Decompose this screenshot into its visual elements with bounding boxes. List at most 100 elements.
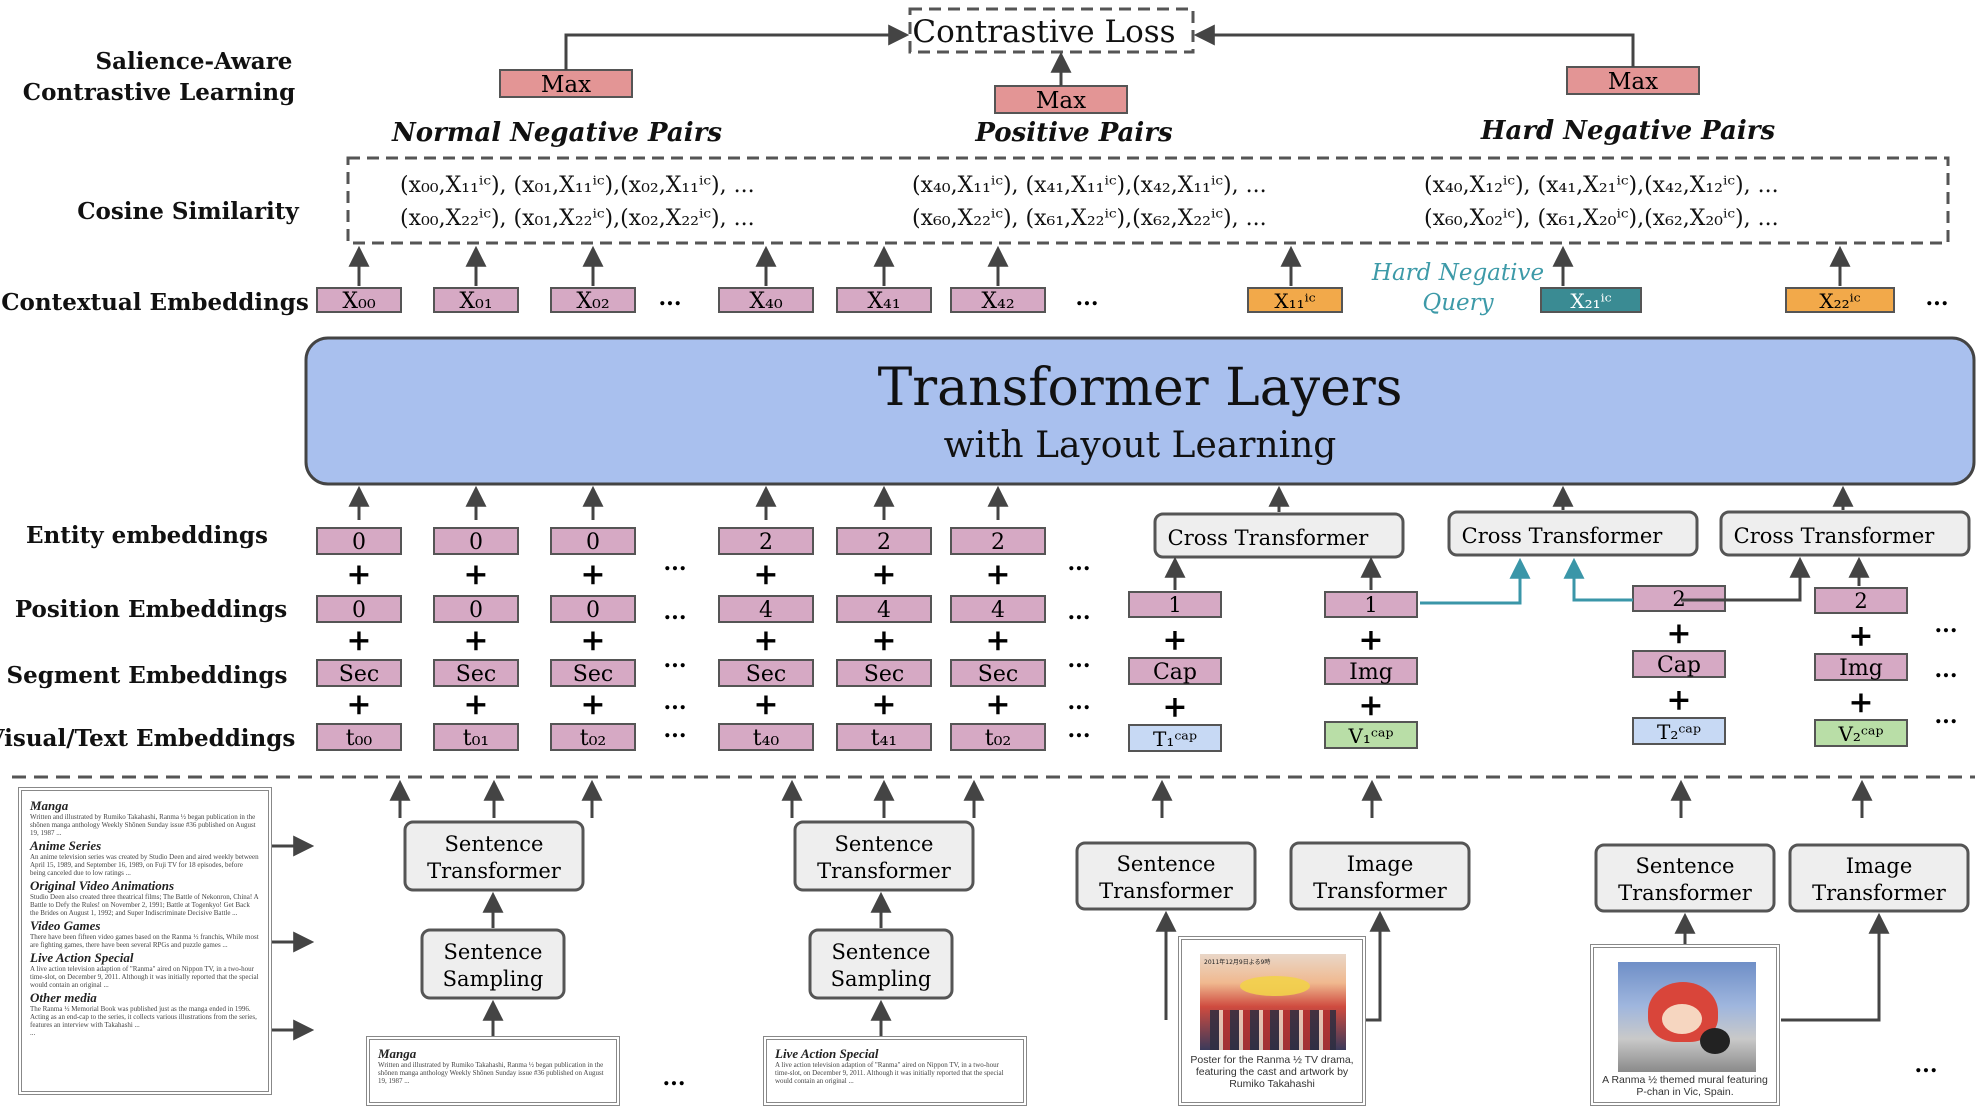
hard-negative-query-line1: Hard Negative: [1371, 260, 1544, 286]
embedding-segment-box: Sec: [316, 659, 402, 687]
embedding-segment-value: Sec: [864, 662, 904, 687]
document-section-text: The Ranma ½ Memorial Book was published …: [30, 1005, 257, 1029]
hard-negative-pairs-title: Hard Negative Pairs: [1480, 116, 1776, 146]
ellipsis: ...: [1935, 703, 1958, 729]
caption-segment-box: Img: [1814, 653, 1908, 681]
poster-banner: 2011年12月9日よる9時: [1204, 959, 1271, 966]
plus-sign: +: [753, 557, 778, 592]
max-label: Max: [1608, 69, 1658, 95]
cross-transformer-3: Cross Transformer: [1719, 510, 1971, 557]
mural-pchan: [1700, 1028, 1730, 1054]
svg-text:Cross Transformer: Cross Transformer: [1168, 526, 1370, 550]
segment-embeddings-label: Segment Embeddings: [7, 662, 288, 689]
plus-sign: +: [871, 623, 896, 658]
contextual-token-x41: X₄₁: [836, 287, 932, 314]
svg-text:Sentence: Sentence: [835, 832, 934, 856]
document-section-heading: Other media: [30, 990, 97, 1005]
plus-sign: +: [580, 557, 605, 592]
max-box-hard: Max: [1566, 66, 1700, 95]
plus-sign: +: [753, 687, 778, 722]
mural-image-thumbnail: A Ranma ½ themed mural featuring P-chan …: [1590, 944, 1780, 1106]
ellipsis: ...: [1068, 717, 1091, 743]
embedding-segment-box: Sec: [950, 659, 1046, 687]
caption-token-value: T₂ᶜᵃᵖ: [1657, 720, 1701, 744]
plus-sign: +: [1848, 619, 1873, 654]
embedding-tokens-value: t₄₀: [753, 726, 780, 751]
teal-cross-links: [1420, 557, 1633, 605]
embedding-entity-value: 2: [759, 530, 773, 555]
embedding-tokens-box: t₀₀: [316, 723, 402, 751]
normal-pairs-line2: (x₀₀,X₂₂ⁱᶜ), (x₀₁,X₂₂ⁱᶜ),(x₀₂,X₂₂ⁱᶜ), ..…: [400, 206, 755, 231]
embedding-tokens-value: t₀₁: [463, 726, 489, 751]
svg-text:Sentence: Sentence: [444, 940, 543, 964]
document-section-heading: Manga: [30, 798, 69, 813]
document-section-text: Studio Deen also created three theatrica…: [30, 893, 259, 917]
caption-embedding-column: 1+Img+V₁ᶜᵃᵖ: [1324, 591, 1418, 749]
contextual-token-x00: X₀₀: [316, 287, 402, 314]
transformer-layers-block: [304, 336, 1976, 486]
caption-embedding-columns: 1+Cap+T₁ᶜᵃᵖ1+Img+V₁ᶜᵃᵖ2+Cap+T₂ᶜᵃᵖ2+Img+V…: [1128, 585, 1908, 752]
caption-position-box: 2: [1814, 587, 1908, 614]
embedding-position-value: 0: [469, 598, 483, 623]
arrows-into-cross-transformers: [1164, 556, 1870, 602]
embedding-segment-value: Sec: [339, 662, 379, 687]
svg-text:Sentence: Sentence: [445, 832, 544, 856]
embedding-segment-box: Sec: [836, 659, 932, 687]
ellipsis: ...: [663, 1065, 686, 1091]
mural-caption: A Ranma ½ themed mural featuring P-chan …: [1602, 1074, 1768, 1098]
ellipsis: ...: [664, 550, 687, 576]
entity-embeddings-label: Entity embeddings: [26, 522, 268, 549]
mural-photo: [1618, 962, 1756, 1072]
sentence-sampling-box-2: Sentence Sampling: [808, 928, 954, 1000]
svg-text:Sentence: Sentence: [1636, 854, 1735, 878]
cosine-similarity-label: Cosine Similarity: [77, 198, 299, 225]
arrows-from-encoders: [389, 779, 1873, 818]
normal-negative-pairs-title: Normal Negative Pairs: [391, 118, 722, 148]
svg-text:X₁₁ⁱᶜ: X₁₁ⁱᶜ: [1274, 289, 1315, 313]
plus-sign: +: [985, 557, 1010, 592]
caption-segment-box: Img: [1324, 657, 1418, 685]
plus-sign: +: [1358, 688, 1383, 723]
svg-text:Image: Image: [1347, 852, 1414, 876]
plus-sign: +: [1848, 685, 1873, 720]
max-box-normal: Max: [499, 69, 633, 98]
embedding-entity-value: 0: [352, 530, 366, 555]
sample-heading: Manga: [378, 1046, 417, 1061]
contrastive-loss-label: Contrastive Loss: [912, 14, 1175, 50]
embedding-entity-box: 2: [836, 527, 932, 555]
caption-segment-value: Cap: [1153, 660, 1197, 685]
embedding-entity-box: 0: [433, 527, 519, 555]
transformer-layers-title: Transformer Layers: [878, 358, 1403, 418]
embedding-segment-value: Sec: [573, 662, 613, 687]
bottom-flow-arrows: [270, 835, 1890, 1041]
ellipsis: ...: [664, 599, 687, 625]
svg-text:Cross Transformer: Cross Transformer: [1462, 524, 1664, 548]
max-label: Max: [541, 72, 591, 98]
embedding-tokens-value: t₄₁: [871, 726, 897, 751]
ic-token-x22: X₂₂ⁱᶜ: [1785, 287, 1895, 313]
ellipsis: ...: [1915, 1052, 1938, 1078]
poster-figures: [1210, 1010, 1336, 1050]
caption-segment-value: Cap: [1657, 653, 1701, 678]
caption-embedding-column: 2+Img+V₂ᶜᵃᵖ: [1814, 587, 1908, 747]
svg-text:Transformer: Transformer: [1313, 879, 1448, 903]
arrow-normal-to-loss: [564, 24, 910, 70]
svg-text:Sentence: Sentence: [1117, 852, 1216, 876]
text-embedding-column: 0+0+Sec+t₀₂: [550, 527, 636, 751]
caption-position-box: 1: [1324, 591, 1418, 618]
embedding-entity-value: 2: [991, 530, 1005, 555]
ellipsis: ...: [1935, 612, 1958, 638]
caption-token-value: V₁ᶜᵃᵖ: [1347, 724, 1393, 748]
cosine-similarity-box: [346, 156, 1950, 245]
embedding-entity-box: 2: [718, 527, 814, 555]
plus-sign: +: [1358, 623, 1383, 658]
plus-sign: +: [753, 623, 778, 658]
sentence-transformer-box-4: Sentence Transformer: [1594, 843, 1776, 913]
text-embedding-column: 0+0+Sec+t₀₀: [316, 527, 402, 751]
embedding-position-value: 0: [352, 598, 366, 623]
ellipsis: ...: [664, 647, 687, 673]
sampled-sentence-thumbnail-2: Live Action Special A live action televi…: [763, 1036, 1027, 1106]
image-transformer-box-1: Image Transformer: [1289, 841, 1471, 911]
